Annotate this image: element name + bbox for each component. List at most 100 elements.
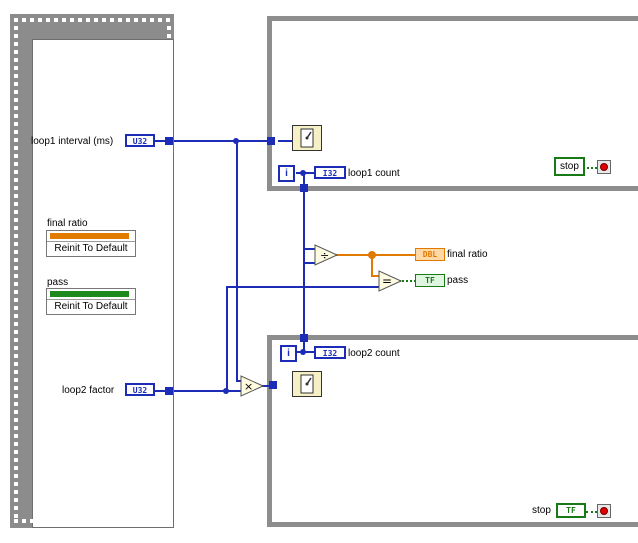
film-perforation (14, 98, 18, 102)
film-perforation (167, 426, 171, 430)
wire-iter1-tunnel[interactable] (303, 172, 305, 190)
film-perforation (166, 519, 170, 523)
control-stub (155, 140, 165, 142)
film-perforation (14, 474, 18, 478)
sequence-tunnel-interval[interactable] (165, 137, 173, 145)
loop1-stop-terminal-icon[interactable] (597, 160, 611, 174)
film-perforation (14, 458, 18, 462)
loop2-tunnel-out[interactable] (300, 334, 308, 342)
loop2-stop-label: stop (532, 505, 551, 516)
wire-pass-out[interactable] (399, 280, 416, 282)
film-perforation (167, 106, 171, 110)
film-perforation (14, 234, 18, 238)
film-perforation (14, 426, 18, 430)
wait-ms-icon[interactable] (292, 371, 322, 397)
sequence-tunnel-factor[interactable] (165, 387, 173, 395)
film-perforation (14, 298, 18, 302)
loop2-stop-control[interactable]: TF (556, 503, 586, 518)
wire-ratio-to-equal[interactable] (371, 275, 381, 277)
loop2-count-indicator[interactable]: I32 (314, 346, 346, 359)
wait-ms-icon[interactable] (292, 125, 322, 151)
film-perforation (167, 194, 171, 198)
film-perforation (14, 66, 18, 70)
film-perforation (14, 482, 18, 486)
film-perforation (14, 122, 18, 126)
pass-property-node[interactable]: Reinit To Default (46, 288, 136, 315)
film-perforation (14, 314, 18, 318)
wire-loop1-interval[interactable] (174, 140, 270, 142)
reinit-to-default-final-ratio[interactable]: Reinit To Default (47, 241, 135, 256)
film-perforation (167, 186, 171, 190)
film-perforation (167, 42, 171, 46)
divide-operator-icon[interactable]: ÷ (314, 244, 338, 266)
loop1-iteration-terminal[interactable]: i (278, 165, 295, 182)
wire-to-divide-a[interactable] (303, 248, 315, 250)
loop1-tunnel-in[interactable] (267, 137, 275, 145)
loop2-tunnel-in[interactable] (269, 381, 277, 389)
pass-node-header (50, 291, 129, 297)
film-perforation (167, 282, 171, 286)
film-perforation (14, 130, 18, 134)
final-ratio-property-node[interactable]: Reinit To Default (46, 230, 136, 257)
wire-iter2-tunnel[interactable] (303, 338, 305, 352)
film-perforation (167, 458, 171, 462)
loop2-iteration-terminal[interactable]: i (280, 345, 297, 362)
film-perforation (46, 18, 50, 22)
loop2-stop-terminal-icon[interactable] (597, 504, 611, 518)
film-perforation (14, 170, 18, 174)
film-perforation (30, 519, 34, 523)
multiply-operator-icon[interactable]: × (240, 375, 264, 397)
film-perforation (167, 354, 171, 358)
film-perforation (167, 330, 171, 334)
while-loop-2[interactable] (267, 335, 638, 527)
film-perforation (86, 519, 90, 523)
film-perforation (54, 18, 58, 22)
loop1-count-indicator[interactable]: I32 (314, 166, 346, 179)
film-perforation (14, 50, 18, 54)
pass-indicator[interactable]: TF (415, 274, 445, 287)
loop1-interval-control[interactable]: U32 (125, 134, 155, 147)
wire-junction-dot (223, 388, 229, 394)
film-perforation (110, 18, 114, 22)
wire-to-multiply-a[interactable] (236, 380, 242, 382)
film-perforation (167, 434, 171, 438)
film-perforation (142, 519, 146, 523)
film-perforation (167, 314, 171, 318)
film-perforation (167, 410, 171, 414)
film-perforation (158, 18, 162, 22)
film-perforation (14, 498, 18, 502)
film-perforation (70, 519, 74, 523)
film-perforation (167, 242, 171, 246)
wire-loop1-count-out[interactable] (303, 190, 305, 262)
loop2-factor-control[interactable]: U32 (125, 383, 155, 396)
loop2-factor-label: loop2 factor (62, 385, 115, 396)
film-perforation (167, 402, 171, 406)
film-perforation (167, 378, 171, 382)
wire-to-divide-b[interactable] (303, 262, 315, 264)
wire-multiply-to-wait[interactable] (262, 385, 272, 387)
film-perforation (167, 258, 171, 262)
film-perforation (167, 370, 171, 374)
final-ratio-indicator[interactable]: DBL (415, 248, 445, 261)
film-perforation (167, 154, 171, 158)
film-perforation (14, 114, 18, 118)
film-perforation (167, 250, 171, 254)
wire-loop2-factor[interactable] (174, 390, 242, 392)
wire-ratio-branch[interactable] (371, 254, 373, 276)
equal-operator-icon[interactable]: = (378, 270, 402, 292)
loop1-tunnel-out[interactable] (300, 184, 308, 192)
film-perforation (22, 18, 26, 22)
loop1-interval-label: loop1 interval (ms) (31, 136, 114, 147)
wire-interval-branch[interactable] (236, 140, 238, 380)
film-perforation (167, 90, 171, 94)
reinit-to-default-pass[interactable]: Reinit To Default (47, 299, 135, 314)
wire-loop2-count-out[interactable] (303, 262, 305, 338)
stop-wire (586, 511, 597, 513)
wire-factor-branch[interactable] (226, 286, 228, 390)
film-perforation (167, 170, 171, 174)
loop1-stop-button[interactable]: stop (554, 157, 585, 176)
wire-ratio-out[interactable] (336, 254, 416, 256)
stop-wire (587, 167, 597, 169)
wire-interval-to-wait[interactable] (278, 140, 292, 142)
film-perforation (14, 346, 18, 350)
